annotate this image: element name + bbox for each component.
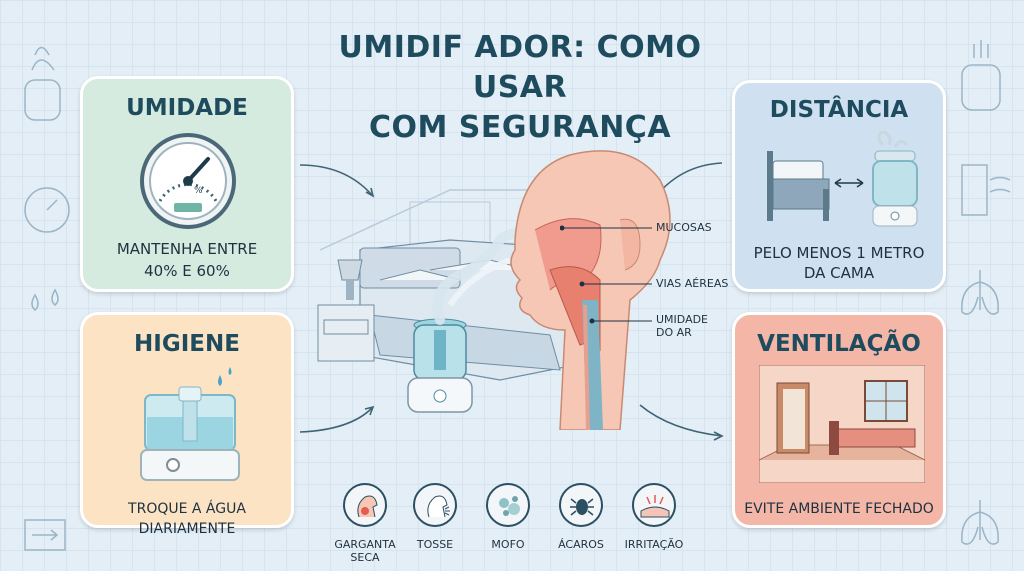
- mold-icon: [486, 483, 530, 527]
- risk-label-garganta: GARGANTA SECA: [330, 538, 400, 564]
- risk-label-mofo: MOFO: [491, 538, 525, 551]
- arrow-umidade: [299, 164, 373, 196]
- card-higiene-text: TROQUE A ÁGUA DIARIAMENTE: [128, 501, 246, 537]
- water-tank-icon: [140, 367, 240, 481]
- card-ventilacao: VENTILAÇÃO EVITE AMBIENTE FECHADO: [732, 312, 946, 528]
- mite-icon: [559, 483, 603, 527]
- dry-throat-icon: [343, 483, 387, 527]
- cough-icon: [413, 483, 457, 527]
- anatomy-leader-lines: [560, 225, 652, 324]
- card-distancia: DISTÂNCIA PELO MENOS 1 METRO DA CAMA: [732, 80, 946, 292]
- page-title: UMIDIF ADOR: COMO USAR COM SEGURANÇA: [300, 28, 740, 148]
- card-umidade-title: UMIDADE: [126, 95, 248, 121]
- title-line-1: UMIDIF ADOR: COMO USAR: [338, 30, 702, 105]
- room-icon: [759, 365, 925, 483]
- label-umidade-line1: UMIDADE: [656, 313, 709, 326]
- card-umidade-line2: 40% E 60%: [144, 262, 230, 280]
- card-umidade: UMIDADE % MANTENHA ENTRE 40% E 60%: [80, 76, 294, 292]
- side-decor-right: [961, 40, 1011, 545]
- gauge-unit: %: [194, 186, 203, 196]
- card-umidade-line1: MANTENHA ENTRE: [116, 240, 258, 258]
- card-ventilacao-title: VENTILAÇÃO: [757, 331, 921, 357]
- humidity-gauge-icon: %: [140, 133, 236, 229]
- card-higiene: HIGIENE TROQUE A ÁGUA DIARIAMENTE: [80, 312, 294, 537]
- risk-label-acaros: ÁCAROS: [558, 538, 604, 551]
- card-higiene-title: HIGIENE: [134, 331, 240, 357]
- risk-label-garganta-2: SECA: [350, 551, 380, 564]
- label-umidade-line2: DO AR: [656, 326, 692, 339]
- label-mucosas: MUCOSAS: [656, 221, 712, 234]
- card-distancia-line2: DA CAMA: [803, 264, 875, 282]
- card-ventilacao-text: EVITE AMBIENTE FECHADO: [744, 501, 934, 517]
- irritation-icon: [632, 483, 676, 527]
- label-vias-aereas: VIAS AÉREAS: [656, 277, 729, 290]
- arrow-higiene: [299, 407, 373, 433]
- risk-label-irritacao: IRRITAÇÃO: [624, 538, 684, 551]
- arrow-ventilacao: [639, 404, 723, 437]
- bed-distance-icon: [767, 131, 918, 227]
- risk-label-garganta-1: GARGANTA: [334, 538, 396, 551]
- risk-label-tosse: TOSSE: [416, 538, 454, 551]
- card-distancia-line1: PELO MENOS 1 METRO: [753, 244, 925, 262]
- side-decor-left: [24, 46, 70, 551]
- card-distancia-title: DISTÂNCIA: [769, 97, 909, 123]
- title-line-2: COM SEGURANÇA: [368, 110, 672, 145]
